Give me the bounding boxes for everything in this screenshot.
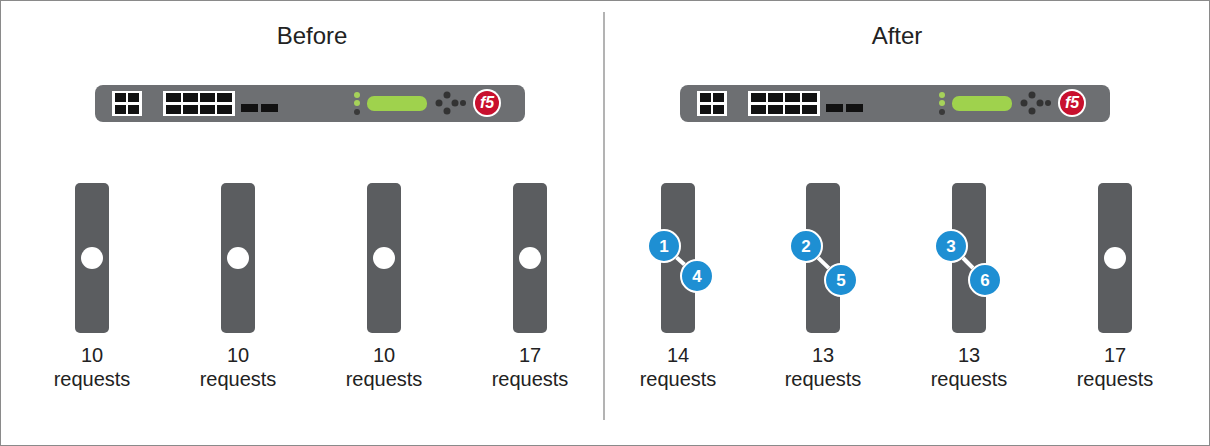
server-caption: 13 requests: [909, 343, 1029, 391]
request-number: 4: [692, 268, 701, 285]
request-link: [963, 258, 973, 268]
section-heading: Before: [277, 22, 348, 50]
request-count: 10 requests: [49, 343, 135, 391]
server-caption: 10 requests: [178, 343, 298, 391]
server: 10 requests: [178, 183, 298, 398]
request-link: [677, 257, 685, 264]
server: 13 requests 2 5: [763, 183, 883, 398]
request-circle: 1: [647, 229, 681, 263]
server-caption: 17 requests: [1055, 343, 1175, 391]
request-circle: 5: [824, 263, 858, 297]
server: 10 requests: [32, 183, 152, 398]
server-caption: 10 requests: [32, 343, 152, 391]
request-count: 17 requests: [1072, 343, 1158, 391]
server: 13 requests 3 6: [909, 183, 1029, 398]
request-count: 13 requests: [780, 343, 866, 391]
request-circle: 4: [680, 259, 714, 293]
device-logo: f5: [1065, 94, 1079, 112]
request-circle: 6: [968, 263, 1002, 297]
server: 17 requests: [470, 183, 590, 398]
request-count: 17 requests: [487, 343, 573, 391]
section-heading: After: [872, 22, 923, 50]
request-number: 2: [801, 238, 810, 255]
server-caption: 17 requests: [470, 343, 590, 391]
device-logo: f5: [480, 94, 494, 112]
server: 17 requests: [1055, 183, 1175, 398]
request-number: 3: [946, 238, 955, 255]
request-circle: 3: [934, 229, 968, 263]
server-caption: 13 requests: [763, 343, 883, 391]
request-link: [818, 258, 829, 268]
server: 10 requests: [324, 183, 444, 398]
request-number: 1: [659, 238, 668, 255]
request-count: 10 requests: [195, 343, 281, 391]
request-count: 14 requests: [635, 343, 721, 391]
server-caption: 14 requests: [618, 343, 738, 391]
server-caption: 10 requests: [324, 343, 444, 391]
request-number: 6: [980, 272, 989, 289]
request-count: 13 requests: [926, 343, 1012, 391]
request-circle: 2: [789, 229, 823, 263]
server: 14 requests 1 4: [618, 183, 738, 398]
request-number: 5: [836, 272, 845, 289]
request-count: 10 requests: [341, 343, 427, 391]
